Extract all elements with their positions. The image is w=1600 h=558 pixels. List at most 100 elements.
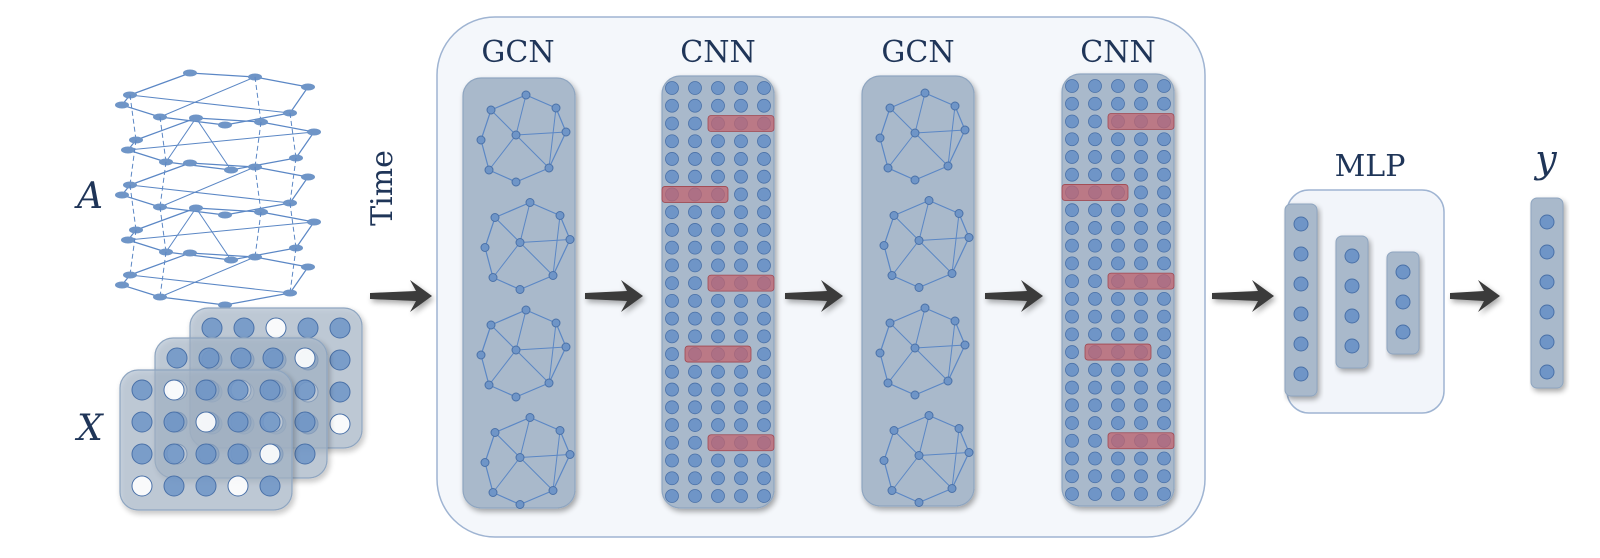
feature-node <box>688 293 702 308</box>
feature-cell <box>163 411 185 433</box>
graph-node <box>484 165 494 175</box>
feature-node <box>1088 150 1102 164</box>
graph-node <box>486 320 496 330</box>
feature-node <box>1088 96 1102 111</box>
feature-node <box>1157 362 1171 377</box>
flow-arrow <box>1450 280 1500 312</box>
feature-node <box>1088 487 1102 501</box>
feature-node <box>1111 469 1125 484</box>
graph-edge <box>492 457 521 493</box>
feature-node <box>688 81 702 95</box>
graph-node <box>521 90 531 100</box>
graph-edge <box>129 94 291 114</box>
graph-edge <box>159 166 256 208</box>
feature-node <box>734 81 748 95</box>
feature-node <box>688 116 702 131</box>
graph-edge <box>127 131 315 151</box>
feature-node <box>711 134 725 149</box>
feature-node <box>665 489 679 503</box>
mlp-layer <box>1335 235 1369 369</box>
conv-kernel <box>707 274 775 292</box>
graph-edge <box>121 104 161 118</box>
graph-node <box>910 128 920 138</box>
graph-edge <box>887 132 916 169</box>
graph-edge <box>918 455 953 489</box>
feature-node <box>1065 256 1079 271</box>
feature-node <box>665 400 679 415</box>
feature-node <box>1134 150 1148 164</box>
feature-node <box>688 329 702 344</box>
graph-node <box>548 271 558 280</box>
graph-node <box>121 146 135 154</box>
feature-node <box>1134 362 1148 377</box>
feature-node <box>711 81 725 95</box>
feature-cell <box>227 475 249 497</box>
time-link <box>254 76 262 123</box>
graph-edge <box>260 211 315 223</box>
feature-node <box>688 258 702 273</box>
output-label: y <box>1533 137 1557 181</box>
graph-edge <box>295 221 315 249</box>
feature-node <box>734 152 748 166</box>
feature-cell <box>259 475 281 497</box>
feature-node <box>757 364 771 379</box>
graph-node <box>183 159 197 167</box>
flow-arrow <box>370 280 432 312</box>
feature-node <box>734 489 748 503</box>
feature-node <box>1065 291 1079 306</box>
feature-node <box>734 240 748 255</box>
feature-node <box>757 471 771 486</box>
graph-node <box>189 114 203 122</box>
graph-edge <box>889 107 916 134</box>
feature-node <box>1088 451 1102 466</box>
feature-node <box>1157 185 1171 200</box>
graph-edge <box>159 296 226 306</box>
graph-node <box>301 83 315 91</box>
feature-node <box>1134 380 1148 395</box>
graph-edge <box>480 324 492 356</box>
graph-edge <box>515 131 567 136</box>
feature-matrix <box>119 369 293 511</box>
feature-node <box>1111 416 1125 430</box>
feature-cell <box>294 379 316 401</box>
feature-node <box>734 471 748 486</box>
graph-edge <box>159 256 256 298</box>
conv-kernel <box>707 434 775 452</box>
feature-cell <box>297 317 319 339</box>
feature-node <box>757 382 771 397</box>
feature-node <box>1111 327 1125 342</box>
feature-node <box>665 435 679 450</box>
graph-edge <box>914 92 926 134</box>
graph-edge <box>490 324 517 351</box>
graph-edge <box>488 134 517 171</box>
block-label-4: CNN <box>1080 35 1155 70</box>
graph-edge <box>295 131 315 159</box>
graph-node <box>555 426 565 435</box>
graph-edge <box>289 266 309 294</box>
feature-node <box>711 205 725 220</box>
feature-node <box>1157 327 1171 342</box>
graph-edge <box>947 105 956 167</box>
graph-edge <box>918 237 970 241</box>
time-link <box>159 251 167 298</box>
block-label-3: GCN <box>881 35 954 70</box>
graph-edge <box>918 415 930 456</box>
graph-node <box>189 204 203 212</box>
graph-edge <box>484 247 494 278</box>
feature-node <box>1111 309 1125 324</box>
feature-node <box>711 453 725 468</box>
time-link <box>159 161 167 208</box>
feature-node <box>665 382 679 397</box>
feature-node <box>1088 398 1102 413</box>
feature-node <box>1065 96 1079 111</box>
graph-node <box>875 348 885 358</box>
graph-edge <box>488 384 517 398</box>
adjacency-label: A <box>74 176 103 217</box>
graph-edge <box>519 457 554 491</box>
gcn-block-1 <box>462 77 576 509</box>
graph-edge <box>914 307 926 349</box>
conv-kernel <box>1084 343 1152 361</box>
feature-cell <box>195 443 217 465</box>
graph-node <box>301 173 315 181</box>
graph-node <box>183 69 197 77</box>
